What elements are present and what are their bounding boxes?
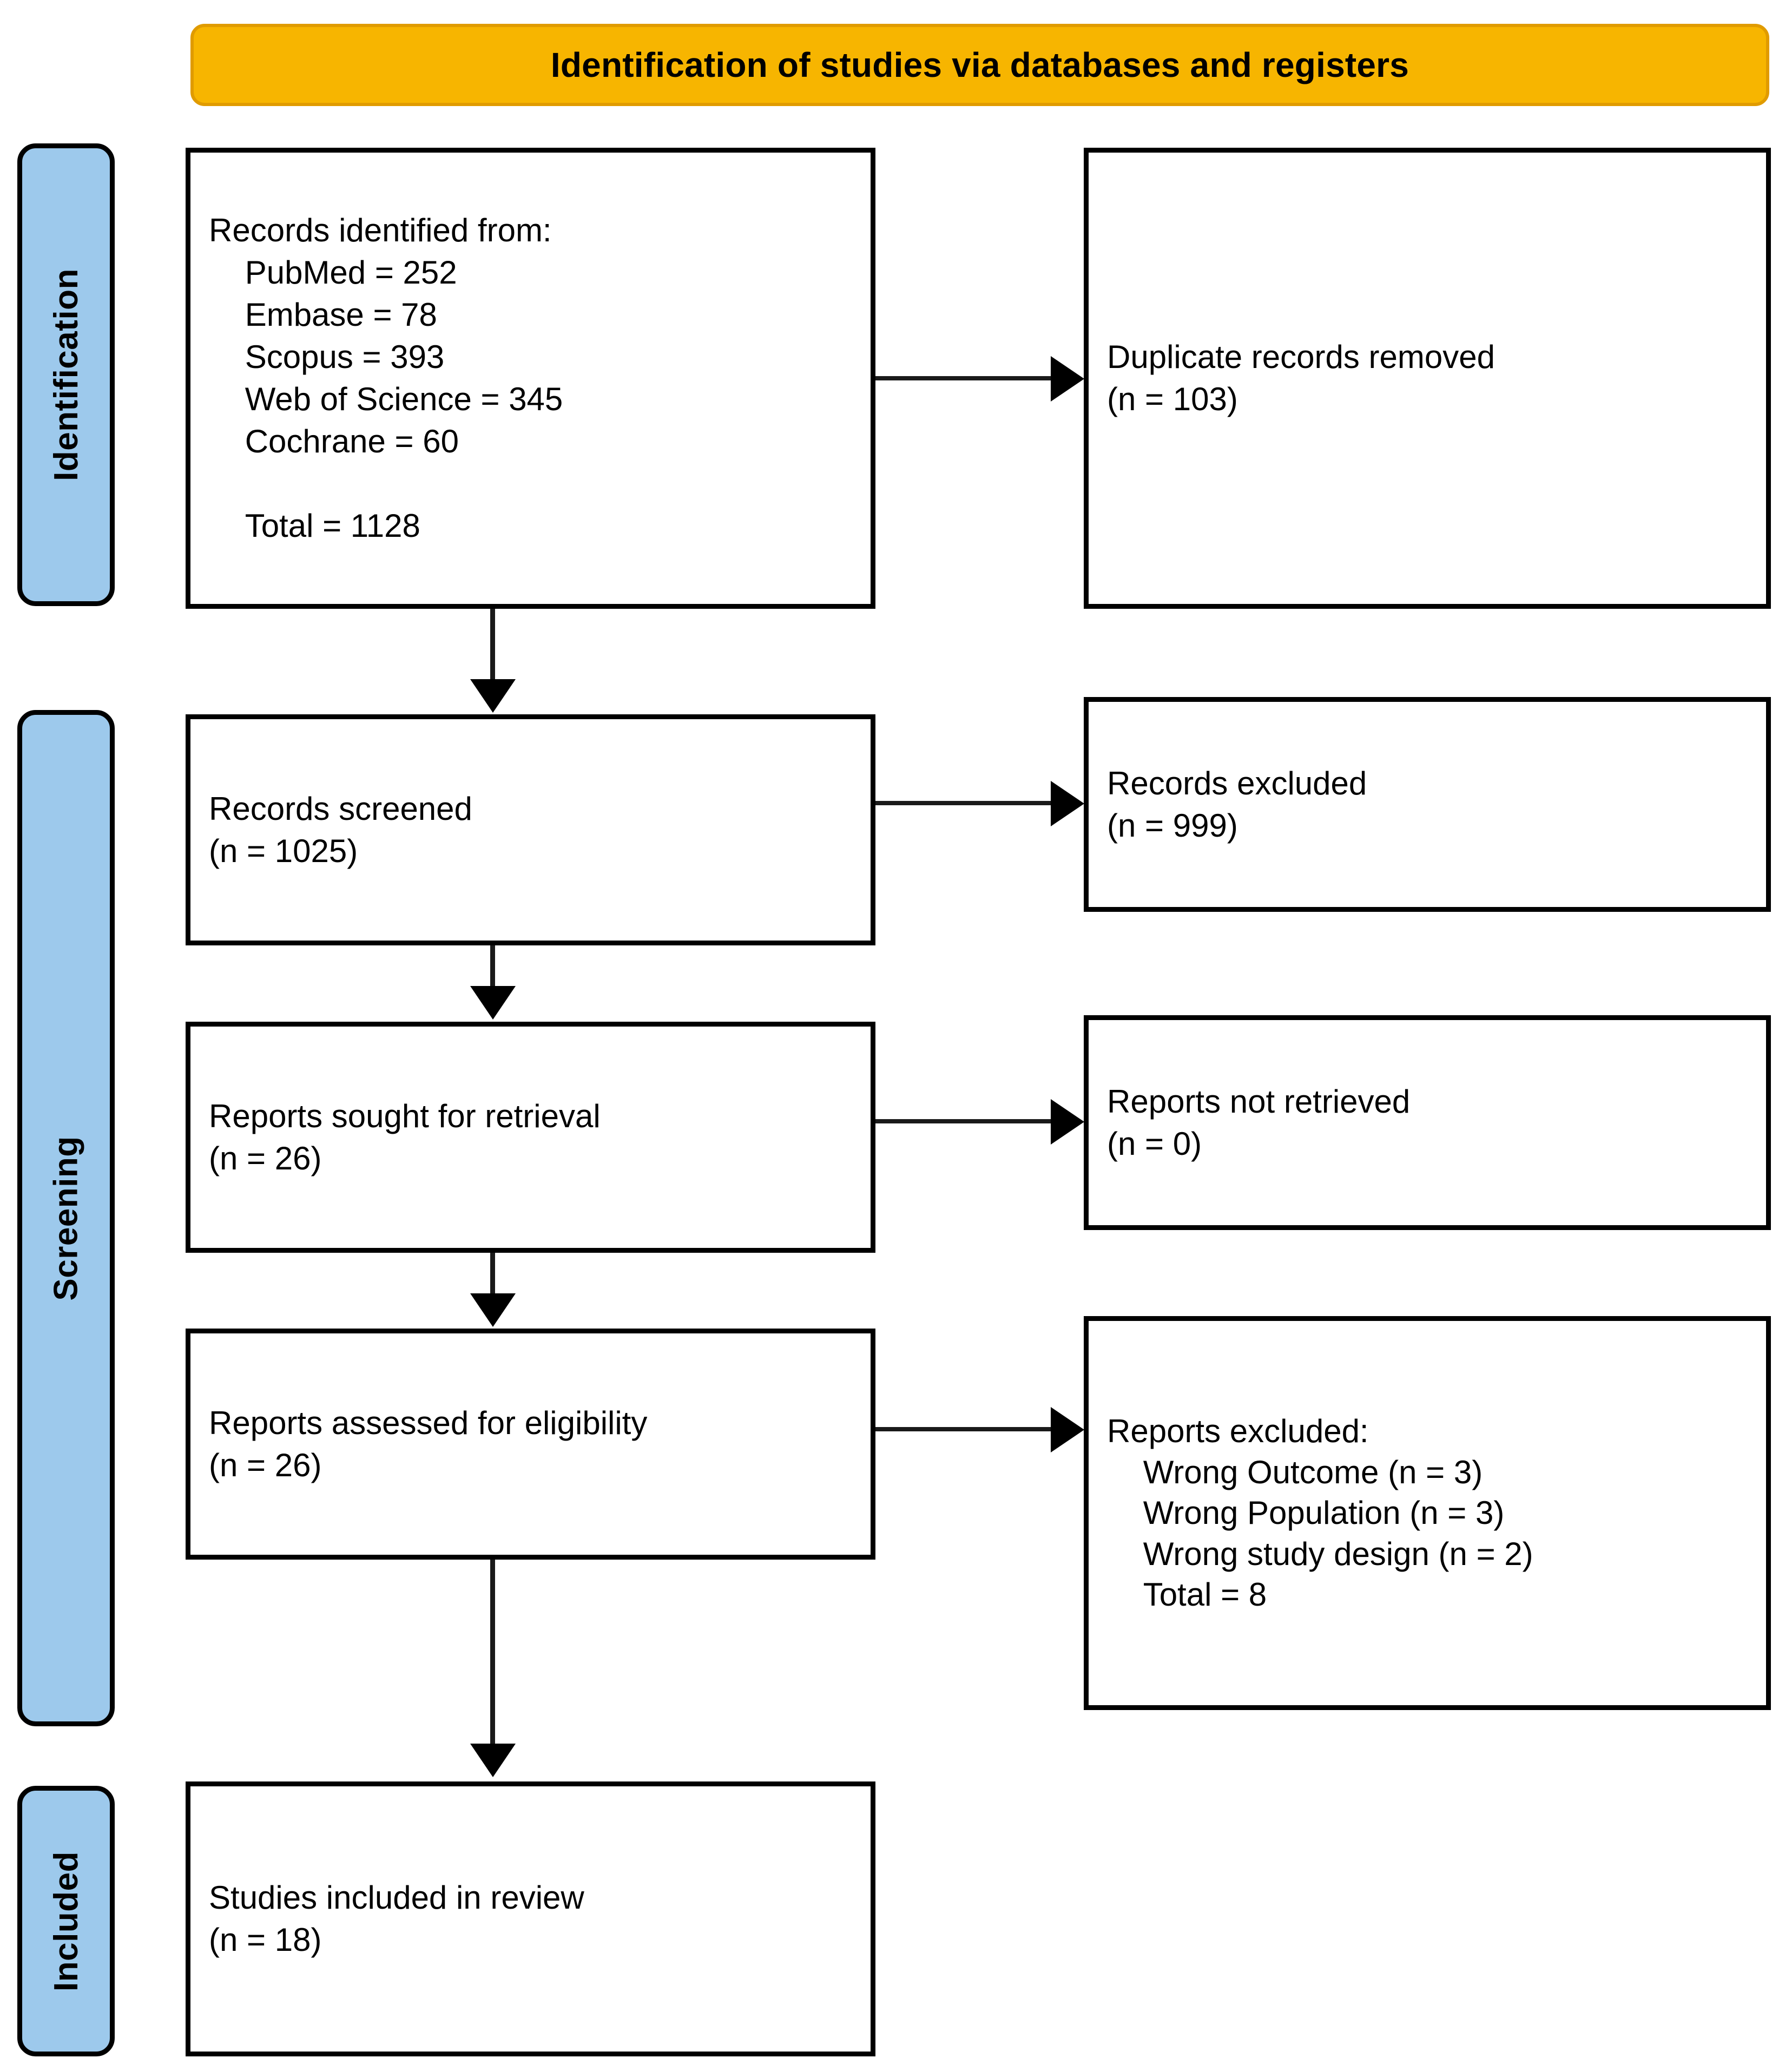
box-reports-excluded: Reports excluded: Wrong Outcome (n = 3) …: [1084, 1316, 1771, 1710]
connector-assessed-to-included-arrowhead: [470, 1744, 516, 1777]
box-reports-assessed-for-eligibility-text: Reports assessed for eligibility (n = 26…: [209, 1404, 648, 1483]
connector-assessed-to-reports-excluded-arrowhead: [1051, 1407, 1084, 1452]
box-reports-sought-for-retrieval: Reports sought for retrieval (n = 26): [186, 1022, 875, 1253]
box-reports-excluded-text: Reports excluded: Wrong Outcome (n = 3) …: [1107, 1413, 1533, 1613]
box-studies-included-in-review: Studies included in review (n = 18): [186, 1781, 875, 2056]
connector-sought-to-assessed-line: [490, 1253, 495, 1296]
diagram-title: Identification of studies via databases …: [550, 45, 1409, 84]
connector-screened-to-excluded-line: [875, 801, 1054, 805]
box-records-screened-text: Records screened (n = 1025): [209, 790, 472, 869]
stage-label-included: Included: [47, 1851, 85, 1991]
box-studies-included-in-review-text: Studies included in review (n = 18): [209, 1879, 584, 1958]
stage-label-screening: Screening: [47, 1135, 85, 1301]
box-records-screened: Records screened (n = 1025): [186, 714, 875, 945]
connector-screened-to-sought-arrowhead: [470, 986, 516, 1020]
box-reports-assessed-for-eligibility: Reports assessed for eligibility (n = 26…: [186, 1329, 875, 1560]
box-records-identified: Records identified from: PubMed = 252 Em…: [186, 148, 875, 609]
box-duplicate-records-removed: Duplicate records removed (n = 103): [1084, 148, 1771, 609]
stage-bar-identification: Identification: [17, 143, 115, 606]
stage-bar-screening: Screening: [17, 710, 115, 1726]
connector-identified-to-screened-line: [490, 609, 495, 682]
box-reports-not-retrieved-text: Reports not retrieved (n = 0): [1107, 1083, 1411, 1162]
connector-screened-to-sought-line: [490, 945, 495, 989]
connector-sought-to-not-retrieved-line: [875, 1119, 1054, 1123]
stage-label-identification: Identification: [47, 268, 85, 481]
box-reports-not-retrieved: Reports not retrieved (n = 0): [1084, 1015, 1771, 1230]
box-reports-sought-for-retrieval-text: Reports sought for retrieval (n = 26): [209, 1097, 601, 1176]
stage-bar-included: Included: [17, 1786, 115, 2056]
connector-screened-to-excluded-arrowhead: [1051, 781, 1084, 826]
connector-sought-to-assessed-arrowhead: [470, 1293, 516, 1327]
connector-identified-to-duplicates-line: [875, 376, 1054, 380]
diagram-title-banner: Identification of studies via databases …: [190, 24, 1769, 106]
connector-sought-to-not-retrieved-arrowhead: [1051, 1099, 1084, 1145]
connector-identified-to-screened-arrowhead: [470, 679, 516, 713]
box-records-excluded-text: Records excluded (n = 999): [1107, 765, 1367, 844]
box-records-excluded: Records excluded (n = 999): [1084, 697, 1771, 912]
connector-assessed-to-reports-excluded-line: [875, 1427, 1054, 1431]
connector-identified-to-duplicates-arrowhead: [1051, 356, 1084, 402]
box-records-identified-text: Records identified from: PubMed = 252 Em…: [209, 212, 563, 544]
box-duplicate-records-removed-text: Duplicate records removed (n = 103): [1107, 339, 1495, 417]
connector-assessed-to-included-line: [490, 1560, 495, 1746]
